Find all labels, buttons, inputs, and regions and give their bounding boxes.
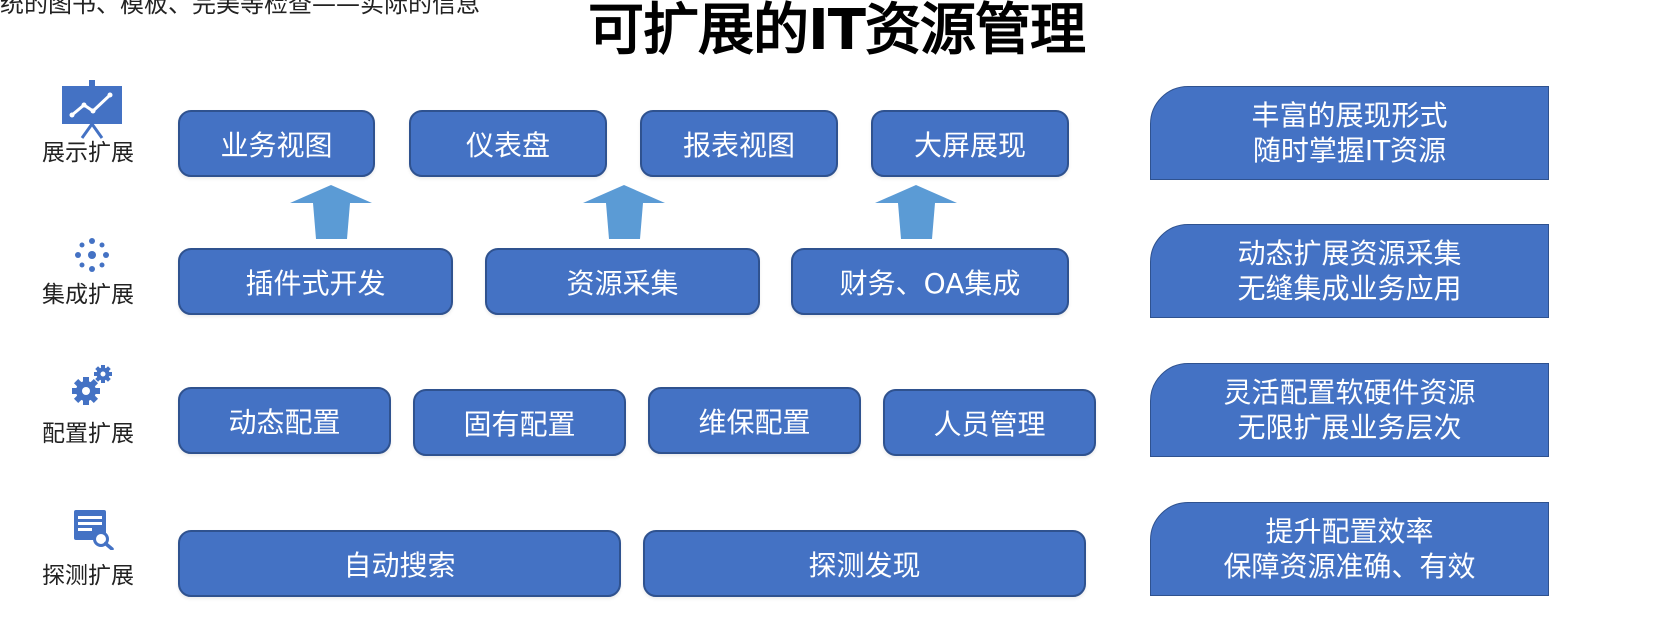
box-dashboard: 仪表盘: [409, 110, 607, 177]
row-label-detection: 探测扩展: [42, 563, 134, 589]
row-label-display: 展示扩展: [42, 140, 134, 166]
callout-integration: 动态扩展资源采集 无缝集成业务应用: [1150, 224, 1549, 318]
presentation-chart-icon: [62, 80, 122, 139]
row-label-integration: 集成扩展: [42, 282, 134, 308]
up-arrow-icon: [290, 185, 372, 239]
page-title: 可扩展的IT资源管理: [587, 0, 1086, 63]
box-big-screen: 大屏展现: [871, 110, 1069, 177]
box-resource-collection: 资源采集: [485, 248, 760, 315]
up-arrow-icon: [875, 185, 957, 239]
row-label-configuration: 配置扩展: [42, 421, 134, 447]
callout-line: 灵活配置软硬件资源: [1223, 376, 1476, 409]
callout-line: 无限扩展业务层次: [1237, 411, 1462, 444]
callout-detection: 提升配置效率 保障资源准确、有效: [1150, 502, 1549, 596]
box-detection-discovery: 探测发现: [643, 530, 1086, 597]
callout-configuration: 灵活配置软硬件资源 无限扩展业务层次: [1150, 363, 1549, 457]
box-business-view: 业务视图: [178, 110, 375, 177]
box-maintenance-config: 维保配置: [648, 387, 861, 454]
document-search-icon: [74, 510, 114, 550]
callout-line: 保障资源准确、有效: [1223, 550, 1476, 583]
truncated-header-text: 统的图书、模板、完美等检查——实际的信息: [0, 0, 480, 16]
integration-hub-icon: [75, 238, 109, 272]
callout-line: 丰富的展现形式: [1251, 99, 1448, 132]
callout-line: 动态扩展资源采集: [1237, 237, 1462, 270]
box-report-view: 报表视图: [640, 110, 838, 177]
callout-line: 无缝集成业务应用: [1237, 272, 1462, 305]
box-plugin-development: 插件式开发: [178, 248, 453, 315]
gears-icon: [72, 365, 112, 405]
box-dynamic-config: 动态配置: [178, 387, 391, 454]
callout-line: 提升配置效率: [1265, 515, 1434, 548]
up-arrow-icon: [583, 185, 665, 239]
callout-line: 随时掌握IT资源: [1252, 134, 1447, 167]
box-personnel-management: 人员管理: [883, 389, 1096, 456]
box-finance-oa-integration: 财务、OA集成: [791, 248, 1069, 315]
callout-display: 丰富的展现形式 随时掌握IT资源: [1150, 86, 1549, 180]
box-auto-search: 自动搜索: [178, 530, 621, 597]
box-inherent-config: 固有配置: [413, 389, 626, 456]
